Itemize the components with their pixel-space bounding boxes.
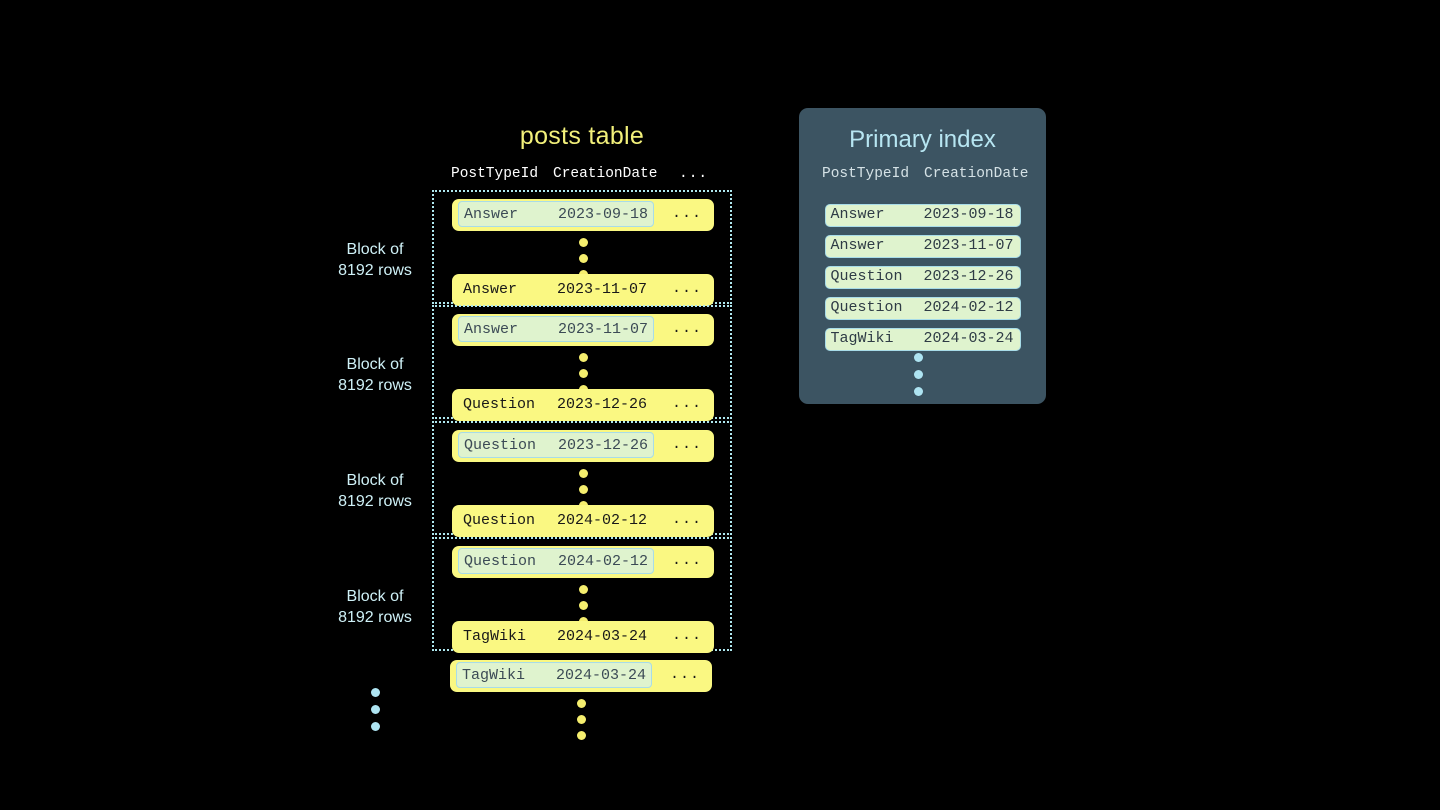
block-label-3: Block of 8192 rows [316,470,434,512]
rows-continuation-dots [579,238,588,279]
rows-continuation-dots [579,353,588,394]
row-posttypeid: Question [464,437,537,454]
row-values: TagWiki 2024-03-24 [456,662,653,688]
blocks-continuation-dots [371,688,380,731]
table-row[interactable]: Answer 2023-11-07 ... [452,274,714,306]
table-block-1: Answer 2023-09-18 ... Answer 2023-11-07 ..… [432,190,732,306]
rows-continuation-dots [579,585,588,626]
table-row[interactable]: TagWiki 2024-03-24 ... [452,621,714,653]
row-creationdate: 2024-03-24 [557,628,648,645]
block-label-line1: Block of [346,472,404,489]
index-row-creationdate: 2023-12-26 [923,268,1014,285]
row-creationdate: 2023-11-07 [558,321,649,338]
table-row[interactable]: Question 2024-02-12 ... [452,546,714,578]
row-creationdate: 2023-11-07 [557,281,648,298]
row-posttypeid: Question [463,512,536,529]
primary-index-title: Primary index [849,126,996,153]
row-values: Answer 2023-09-18 [458,201,655,227]
index-row-creationdate: 2023-09-18 [923,206,1014,223]
column-header-more: ... [679,166,709,182]
block-label-2: Block of 8192 rows [316,354,434,396]
row-posttypeid: TagWiki [463,628,527,645]
row-posttypeid: Answer [464,321,519,338]
rows-continuation-dots [579,469,588,510]
row-values: Question 2023-12-26 [458,392,652,418]
index-row-posttypeid: Question [830,268,903,285]
row-creationdate: 2024-03-24 [556,667,647,684]
row-creationdate: 2024-02-12 [557,512,648,529]
index-column-header-creationdate: CreationDate [924,166,1029,182]
table-block-3: Question 2023-12-26 ... Question 2024-02-1… [432,421,732,537]
table-continuation-dots [577,699,586,740]
block-label-line1: Block of [346,356,404,373]
table-row[interactable]: Question 2023-12-26 ... [452,389,714,421]
row-creationdate: 2023-12-26 [557,396,648,413]
index-row-creationdate: 2024-03-24 [923,330,1014,347]
block-label-4: Block of 8192 rows [316,586,434,628]
row-ellipsis: ... [671,627,702,644]
row-ellipsis: ... [671,280,702,297]
block-label-line1: Block of [346,241,404,258]
table-row[interactable]: TagWiki 2024-03-24 ... [450,660,712,692]
row-posttypeid: Answer [463,281,518,298]
block-label-line2: 8192 rows [338,377,412,394]
block-label-line2: 8192 rows [338,609,412,626]
posts-table-title: posts table [519,122,645,150]
row-values: Question 2024-02-12 [458,508,652,534]
table-row[interactable]: Answer 2023-11-07 ... [452,314,714,346]
index-row[interactable]: Answer 2023-09-18 [824,204,1021,227]
index-row-posttypeid: Answer [830,237,885,254]
primary-index-column-headers: PostTypeId CreationDate [799,166,1046,186]
column-header-posttypeid: PostTypeId [451,166,539,182]
column-header-creationdate: CreationDate [553,166,658,182]
index-column-header-posttypeid: PostTypeId [822,166,910,182]
row-ellipsis: ... [669,666,700,683]
index-row-posttypeid: Question [830,299,903,316]
row-values: TagWiki 2024-03-24 [458,624,652,650]
index-row[interactable]: Question 2023-12-26 [824,266,1021,289]
block-label-line2: 8192 rows [338,493,412,510]
row-posttypeid: Question [463,396,536,413]
index-continuation-dots [914,353,923,396]
row-ellipsis: ... [671,511,702,528]
row-posttypeid: TagWiki [462,667,526,684]
index-row[interactable]: Answer 2023-11-07 [824,235,1021,258]
table-block-4: Question 2024-02-12 ... TagWiki 2024-03-24… [432,537,732,653]
table-row[interactable]: Question 2024-02-12 ... [452,505,714,537]
row-ellipsis: ... [671,205,702,222]
block-label-line1: Block of [346,588,404,605]
table-row[interactable]: Answer 2023-09-18 ... [452,199,714,231]
row-ellipsis: ... [671,320,702,337]
index-row[interactable]: TagWiki 2024-03-24 [824,328,1021,351]
table-block-2: Answer 2023-11-07 ... Question 2023-12-26 … [432,305,732,421]
row-creationdate: 2024-02-12 [558,553,649,570]
primary-index-panel: Primary index PostTypeId CreationDate An… [799,108,1046,404]
row-values: Answer 2023-11-07 [458,277,652,303]
row-posttypeid: Question [464,553,537,570]
primary-index-rows: Answer 2023-09-18 Answer 2023-11-07 Ques… [799,204,1046,359]
row-posttypeid: Answer [464,206,519,223]
row-creationdate: 2023-09-18 [558,206,649,223]
index-row-creationdate: 2023-11-07 [923,237,1014,254]
row-creationdate: 2023-12-26 [558,437,649,454]
row-values: Question 2023-12-26 [458,432,655,458]
row-values: Question 2024-02-12 [458,548,655,574]
block-label-1: Block of 8192 rows [316,239,434,281]
index-row-creationdate: 2024-02-12 [923,299,1014,316]
index-row-posttypeid: Answer [830,206,885,223]
posts-table-column-headers: PostTypeId CreationDate ... [432,166,732,186]
table-row[interactable]: Question 2023-12-26 ... [452,430,714,462]
index-row[interactable]: Question 2024-02-12 [824,297,1021,320]
row-ellipsis: ... [671,552,702,569]
row-values: Answer 2023-11-07 [458,316,655,342]
index-row-posttypeid: TagWiki [830,330,894,347]
block-label-line2: 8192 rows [338,262,412,279]
row-ellipsis: ... [671,436,702,453]
row-ellipsis: ... [671,395,702,412]
